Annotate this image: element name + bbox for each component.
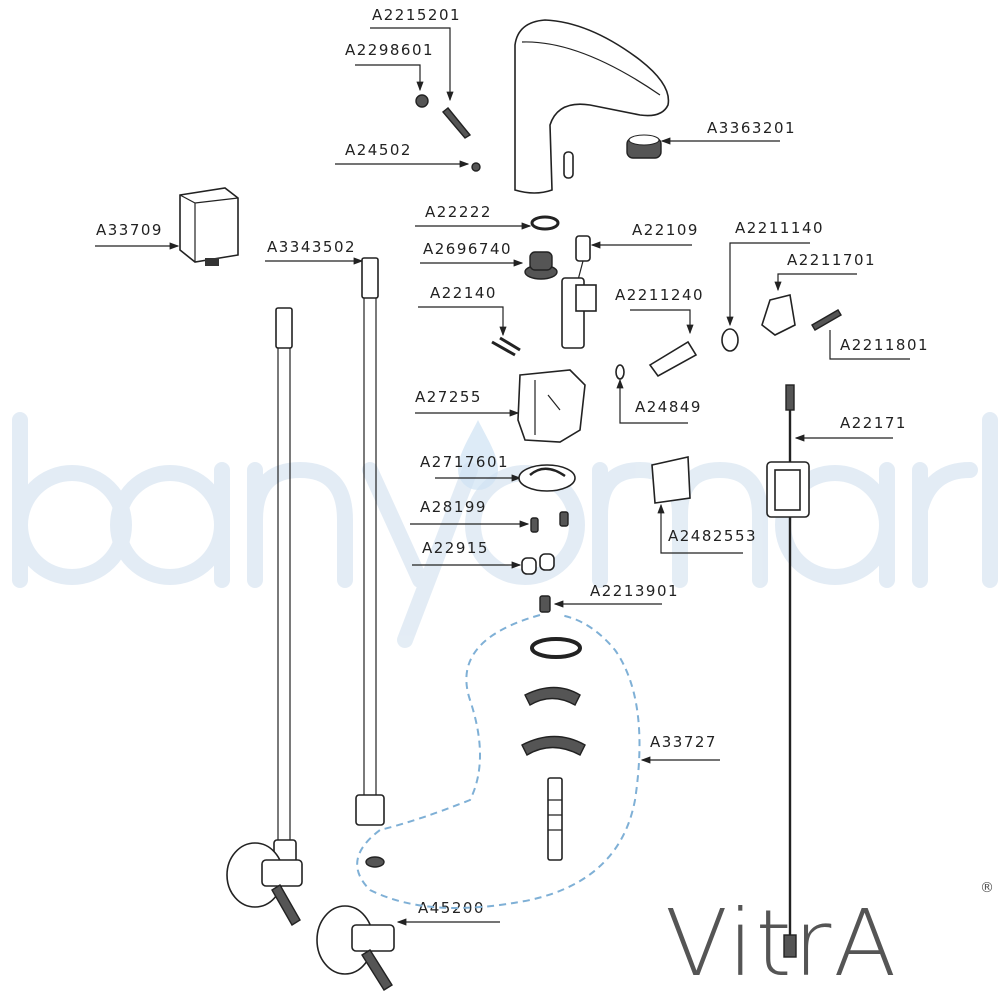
part-o-ring <box>615 364 625 380</box>
part-sensor-cable <box>766 384 810 958</box>
kit-outline-dashed <box>356 614 641 909</box>
part-clip <box>491 336 521 357</box>
faucet-body <box>514 19 670 194</box>
part-angle-valve-left <box>226 842 303 926</box>
label-A22171: A22171 <box>840 414 907 432</box>
label-A2717601: A2717601 <box>420 453 509 471</box>
part-angle-valve-right <box>316 905 395 991</box>
vitra-logo: VitrA <box>665 890 898 997</box>
label-A2215201: A2215201 <box>372 6 461 24</box>
label-A33709: A33709 <box>96 221 163 239</box>
part-mounting-plate <box>518 464 576 492</box>
label-A2211140: A2211140 <box>735 219 824 237</box>
label-A2211701: A2211701 <box>787 251 876 269</box>
label-A2213901: A2213901 <box>590 582 679 600</box>
label-A28199: A28199 <box>420 498 487 516</box>
label-A22109: A22109 <box>632 221 699 239</box>
part-flexible-hose-left <box>273 307 297 876</box>
label-A45200: A45200 <box>418 899 485 917</box>
part-hex-nut <box>721 328 739 352</box>
part-stud <box>539 595 551 613</box>
part-cartridge <box>648 340 698 378</box>
part-washer <box>530 215 560 231</box>
label-A2211801: A2211801 <box>840 336 929 354</box>
label-A2696740: A2696740 <box>423 240 512 258</box>
label-A22915: A22915 <box>422 539 489 557</box>
part-screws <box>530 511 569 533</box>
registered-mark: ® <box>980 880 994 896</box>
label-A3363201: A3363201 <box>707 119 796 137</box>
label-A22140: A22140 <box>430 284 497 302</box>
part-nut <box>524 251 558 280</box>
label-A2482553: A2482553 <box>668 527 757 545</box>
label-A2211240: A2211240 <box>615 286 704 304</box>
part-pin <box>811 309 842 331</box>
label-A22222: A22222 <box>425 203 492 221</box>
label-A33727: A33727 <box>650 733 717 751</box>
part-handle <box>761 294 796 336</box>
part-cap <box>415 94 429 108</box>
label-A27255: A27255 <box>415 388 482 406</box>
part-valve-body <box>517 369 586 443</box>
label-A24502: A24502 <box>345 141 412 159</box>
part-solenoid-valve <box>561 235 597 349</box>
part-battery-box <box>179 187 239 266</box>
watermark-lettering <box>12 412 998 648</box>
watermark-drop-icon <box>458 420 498 490</box>
part-flexible-hose-right <box>355 257 385 826</box>
part-small-screw <box>471 162 481 172</box>
part-gasket-sheet <box>651 456 691 504</box>
label-A2298601: A2298601 <box>345 41 434 59</box>
label-A24849: A24849 <box>635 398 702 416</box>
part-aerator <box>626 134 662 159</box>
part-fixing-kit <box>365 637 586 868</box>
part-sleeves <box>521 553 555 575</box>
label-A3343502: A3343502 <box>267 238 356 256</box>
part-screw <box>442 107 472 139</box>
